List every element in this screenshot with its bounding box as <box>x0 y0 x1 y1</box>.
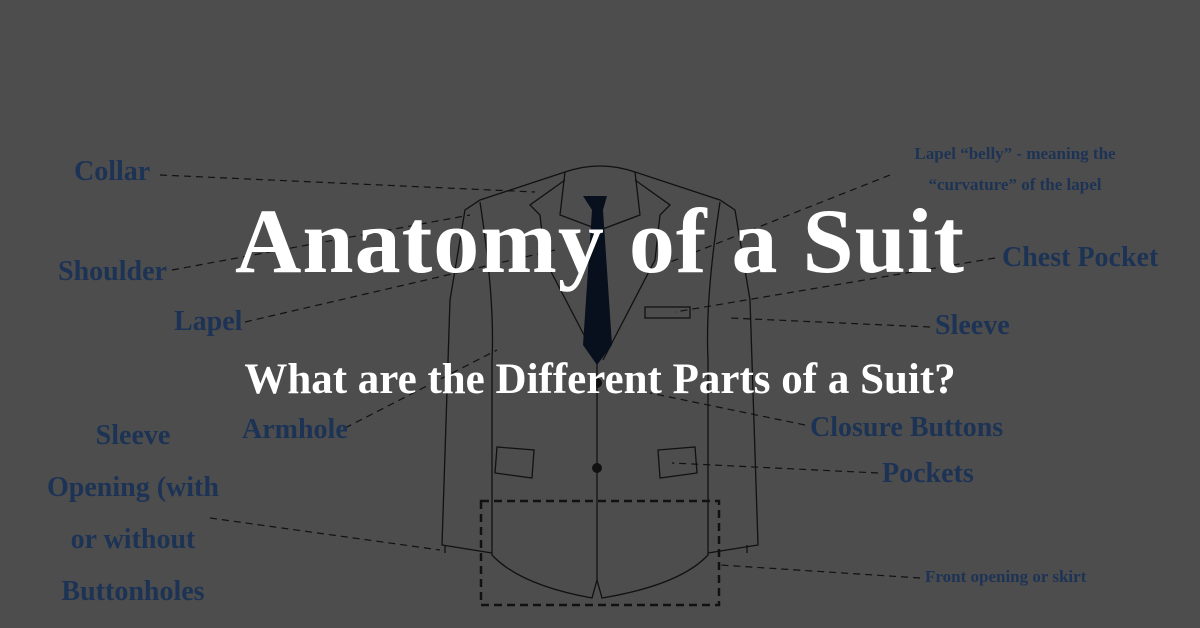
button-lower <box>592 463 602 473</box>
leader-front-opening <box>719 564 921 579</box>
label-front-opening: Front opening or skirt <box>925 567 1087 586</box>
tie <box>583 196 612 365</box>
skirt-highlight-box <box>479 499 721 607</box>
label-lapel-belly: Lapel “belly” - meaning the “curvature” … <box>914 144 1116 194</box>
leader-sleeve-opening <box>209 517 441 551</box>
suit-jacket-outline <box>441 165 759 599</box>
leader-sleeve <box>729 317 931 328</box>
leader-armhole <box>344 349 498 429</box>
page-subtitle: What are the Different Parts of a Suit? <box>244 356 956 403</box>
leader-chest-pocket <box>674 257 996 313</box>
leader-closure-buttons <box>649 392 806 426</box>
label-closure-buttons: Closure Buttons <box>810 412 1004 443</box>
label-sleeve: Sleeve <box>935 310 1010 341</box>
leader-lapel <box>244 249 556 323</box>
label-shoulder: Shoulder <box>58 256 167 287</box>
leader-pockets <box>671 462 879 474</box>
label-sleeve-opening: Sleeve Opening (with or without Buttonho… <box>47 420 219 607</box>
leader-shoulder <box>171 214 471 271</box>
page-title: Anatomy of a Suit <box>234 190 966 292</box>
label-chest-pocket: Chest Pocket <box>1002 242 1159 273</box>
label-lapel: Lapel <box>174 306 243 337</box>
leader-collar <box>159 174 536 193</box>
label-armhole: Armhole <box>242 414 348 445</box>
button-upper <box>592 378 602 388</box>
leader-lines <box>159 174 996 579</box>
label-pockets: Pockets <box>882 458 974 489</box>
label-collar: Collar <box>74 156 151 187</box>
